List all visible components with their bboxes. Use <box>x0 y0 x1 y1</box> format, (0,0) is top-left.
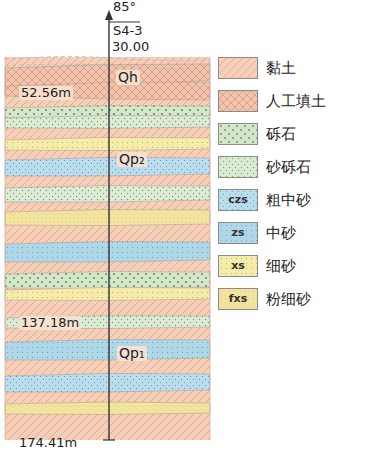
legend-text: 人工填土 <box>266 92 326 111</box>
swatch-code: zs <box>232 226 245 239</box>
stratum-band <box>5 115 210 128</box>
legend-text: 粉细砂 <box>266 290 311 309</box>
stratum-band <box>5 137 210 150</box>
depth-label: 52.56m <box>19 86 73 100</box>
stratum-band <box>5 209 210 225</box>
legend-text: 黏土 <box>266 59 296 78</box>
surface-line <box>5 56 210 60</box>
legend-text: 中砂 <box>266 224 296 243</box>
stratum-band <box>5 157 210 176</box>
stratum-code: Qh <box>116 70 140 85</box>
legend-swatch <box>218 156 258 178</box>
swatch-code: czs <box>228 193 247 206</box>
swatch-code: xs <box>231 259 245 272</box>
stratum-band <box>5 287 210 300</box>
stratum-code: Qp₁ <box>117 346 147 361</box>
stratum-band <box>5 373 210 392</box>
borehole-axis <box>108 14 109 440</box>
stratum-band <box>5 271 210 288</box>
dip-angle: 85° <box>113 0 136 14</box>
legend-text: 细砂 <box>266 257 296 276</box>
stratum-band <box>5 241 210 262</box>
legend-swatch <box>218 57 258 79</box>
column-ground <box>5 57 210 440</box>
surface-line <box>5 64 210 69</box>
strata <box>5 64 210 415</box>
borehole-id: S4-3 <box>113 24 143 38</box>
stratum-band <box>5 339 210 360</box>
legend-text: 砂砾石 <box>266 158 311 177</box>
legend-swatch <box>218 123 258 145</box>
legend-text: 粗中砂 <box>266 191 311 210</box>
axis-end <box>103 439 115 440</box>
stratum-band <box>5 82 210 100</box>
swatch-code: fxs <box>229 292 247 305</box>
legend-text: 砾石 <box>266 125 296 144</box>
stratum-code: Qp₂ <box>117 152 147 167</box>
elevation: 30.00 <box>112 40 149 54</box>
legend-swatch <box>218 90 258 112</box>
column-edge <box>5 57 210 440</box>
depth-label: 174.41m <box>19 436 77 450</box>
axis-arrow <box>105 10 113 20</box>
depth-label: 137.18m <box>19 316 81 330</box>
stratum-band <box>5 185 210 202</box>
hole-bracket <box>109 22 140 23</box>
stratum-band <box>5 402 210 415</box>
